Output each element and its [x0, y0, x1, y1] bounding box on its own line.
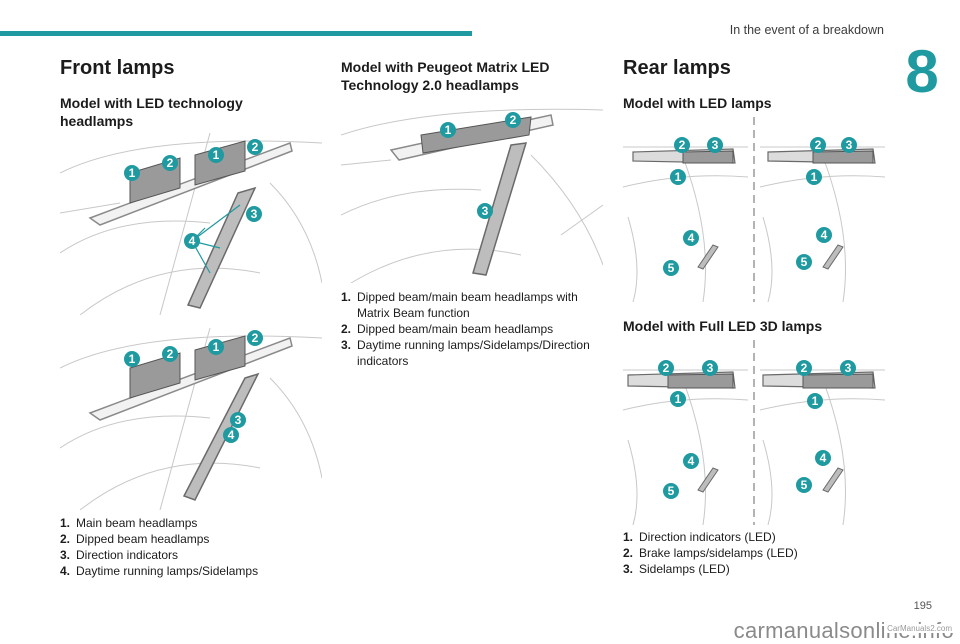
legend-item: 3.Sidelamps (LED): [623, 562, 730, 576]
rear-lamps-legend: 1.Direction indicators (LED) 2.Brake lam…: [623, 529, 885, 577]
callout-2: 2: [510, 113, 517, 127]
rear-full-led-3d-heading: Model with Full LED 3D lamps: [623, 318, 823, 334]
page-number: 195: [913, 600, 932, 612]
led-headlamps-illustration-1: 1 2 1 2 3 4: [60, 133, 322, 315]
callout-1: 1: [445, 123, 452, 137]
callout-2: 2: [663, 361, 670, 375]
callout-1: 1: [213, 148, 220, 162]
matrix-headlamps-illustration: 1 2 3: [341, 108, 603, 283]
led-headlamps-legend: 1.Main beam headlamps 2.Dipped beam head…: [60, 515, 330, 579]
legend-item: 2.Brake lamps/sidelamps (LED): [623, 546, 798, 560]
header-accent-bar: [0, 31, 472, 36]
callout-4: 4: [820, 451, 827, 465]
legend-item: 1.Direction indicators (LED): [623, 530, 776, 544]
callout-2: 2: [815, 138, 822, 152]
section-title: In the event of a breakdown: [729, 23, 884, 37]
callout-2: 2: [801, 361, 808, 375]
front-lamps-title: Front lamps: [60, 57, 175, 79]
callout-1: 1: [129, 166, 136, 180]
callout-4: 4: [821, 228, 828, 242]
callout-2: 2: [252, 331, 259, 345]
callout-3: 3: [251, 207, 258, 221]
callout-2: 2: [167, 347, 174, 361]
legend-item: 2.Dipped beam headlamps: [60, 532, 210, 546]
callout-2: 2: [167, 156, 174, 170]
legend-item: 3.Daytime running lamps/Sidelamps/Direct…: [341, 338, 590, 368]
rear-full-led-3d-illustration: 2 3 1 4 5 2 3 1 4 5: [623, 340, 885, 525]
callout-5: 5: [801, 478, 808, 492]
rear-lamps-title: Rear lamps: [623, 57, 731, 79]
callout-1: 1: [675, 392, 682, 406]
callout-1: 1: [129, 352, 136, 366]
legend-item: 2.Dipped beam/main beam headlamps: [341, 322, 554, 336]
callout-5: 5: [801, 255, 808, 269]
callout-3: 3: [707, 361, 714, 375]
led-headlamps-illustration-2: 1 2 1 2 3 4: [60, 328, 322, 510]
chapter-number: 8: [905, 38, 939, 105]
callout-2: 2: [252, 140, 259, 154]
legend-item: 1.Dipped beam/main beam headlamps with M…: [341, 290, 578, 320]
callout-1: 1: [811, 170, 818, 184]
callout-4: 4: [688, 231, 695, 245]
rear-led-lamps-illustration: 2 3 1 4 5 2 3 1 4 5: [623, 117, 885, 302]
callout-3: 3: [482, 204, 489, 218]
callout-2: 2: [679, 138, 686, 152]
callout-5: 5: [668, 261, 675, 275]
callout-3: 3: [235, 413, 242, 427]
callout-1: 1: [812, 394, 819, 408]
callout-1: 1: [213, 340, 220, 354]
callout-4: 4: [688, 454, 695, 468]
callout-4: 4: [189, 234, 196, 248]
matrix-headlamps-legend: 1.Dipped beam/main beam headlamps with M…: [341, 289, 603, 369]
callout-3: 3: [712, 138, 719, 152]
callout-3: 3: [846, 138, 853, 152]
watermark-tag: CarManuals2.com: [885, 624, 954, 633]
callout-5: 5: [668, 484, 675, 498]
legend-item: 4.Daytime running lamps/Sidelamps: [60, 564, 259, 578]
callout-4: 4: [228, 428, 235, 442]
callout-1: 1: [675, 170, 682, 184]
callout-3: 3: [845, 361, 852, 375]
legend-item: 3.Direction indicators: [60, 548, 179, 562]
rear-led-heading: Model with LED lamps: [623, 95, 772, 111]
legend-item: 1.Main beam headlamps: [60, 516, 198, 530]
led-headlamps-heading: Model with LED technology headlamps: [60, 95, 243, 129]
matrix-headlamps-heading: Model with Peugeot Matrix LED Technology…: [341, 59, 550, 93]
